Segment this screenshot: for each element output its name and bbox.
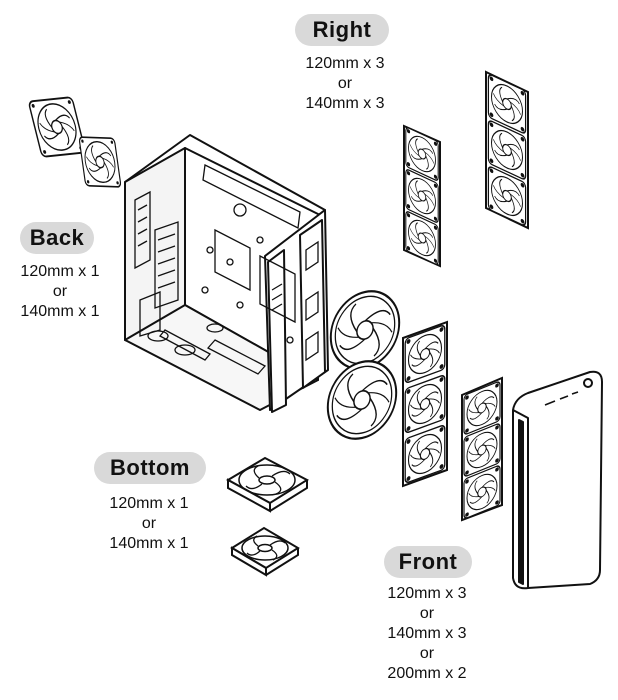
right-spec: 120mm x 3 or 140mm x 3: [290, 54, 400, 114]
bottom-spec-line: 140mm x 1: [109, 535, 189, 552]
bottom-spec: 120mm x 1 or 140mm x 1: [94, 494, 204, 554]
back-fan-120: [78, 136, 122, 188]
front-spec-line: or: [419, 645, 435, 662]
bottom-label: Bottom: [94, 452, 206, 484]
front-panel: [512, 370, 603, 590]
right-spec-line: or: [337, 75, 353, 92]
back-spec-line: or: [52, 283, 68, 300]
right-spec-line: 140mm x 3: [305, 95, 385, 112]
back-spec-line: 120mm x 1: [20, 263, 100, 280]
back-label: Back: [20, 222, 94, 254]
back-fan-140: [27, 96, 87, 158]
front-spec-line: 120mm x 3: [387, 585, 467, 602]
front-spec-line: or: [419, 605, 435, 622]
right-radiator-140x3: [485, 70, 529, 230]
bottom-spec-line: 120mm x 1: [109, 495, 189, 512]
right-label: Right: [295, 14, 389, 46]
right-spec-line: 120mm x 3: [305, 55, 385, 72]
front-spec: 120mm x 3 or 140mm x 3 or 200mm x 2: [372, 584, 482, 684]
bottom-spec-line: or: [141, 515, 157, 532]
case-details: [134, 164, 319, 375]
bottom-fan-140: [225, 456, 310, 513]
front-radiator-120x3: [461, 376, 503, 522]
front-label: Front: [384, 546, 472, 578]
front-spec-line: 200mm x 2: [387, 665, 467, 682]
front-spec-line: 140mm x 3: [387, 625, 467, 642]
front-fan-200-bottom: [326, 353, 398, 447]
back-spec-line: 140mm x 1: [20, 303, 100, 320]
right-radiator-120x3: [403, 124, 441, 268]
bottom-fan-120: [230, 526, 300, 577]
front-radiator-140x3: [402, 320, 448, 488]
back-spec: 120mm x 1 or 140mm x 1: [6, 262, 114, 322]
